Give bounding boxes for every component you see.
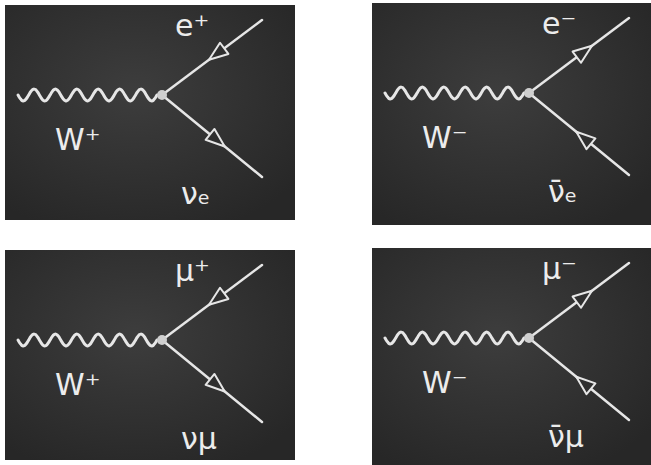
feynman-panel [5,250,295,460]
particle-label: νμ [181,422,217,455]
particle-label: νₑ [181,177,210,210]
particle-label: W⁺ [55,368,101,401]
chalkboard [5,250,295,460]
particle-label: e⁻ [542,7,576,40]
particle-label: W⁺ [55,123,101,156]
boson-line [385,87,524,99]
particle-label: ν̄μ [548,420,584,453]
arrowhead [576,377,595,394]
feynman-panel [372,3,651,225]
arrowhead [209,288,228,305]
chalkboard [5,5,295,220]
fermion-line [162,340,262,422]
particle-label: μ⁺ [175,254,210,287]
fermion-line [529,338,629,420]
feynman-panel [5,5,295,220]
boson-line [18,334,157,346]
particle-label: W⁻ [422,366,468,399]
vertex-dot [157,90,167,100]
arrowhead [573,291,592,308]
particle-label: W⁻ [422,121,468,154]
arrowhead [573,46,592,63]
feynman-panel [372,248,651,465]
vertex-dot [524,88,534,98]
particle-label: e⁺ [175,9,209,42]
fermion-line [162,95,262,177]
boson-line [385,332,524,344]
particle-label: μ⁻ [542,252,577,285]
chalkboard [372,248,651,465]
arrowhead [209,43,228,60]
arrowhead [206,129,225,146]
arrowhead [206,374,225,391]
vertex-dot [157,335,167,345]
boson-line [18,89,157,101]
chalkboard [372,3,651,225]
fermion-line [529,93,629,175]
vertex-dot [524,333,534,343]
particle-label: ν̄ₑ [548,175,577,208]
arrowhead [576,132,595,149]
